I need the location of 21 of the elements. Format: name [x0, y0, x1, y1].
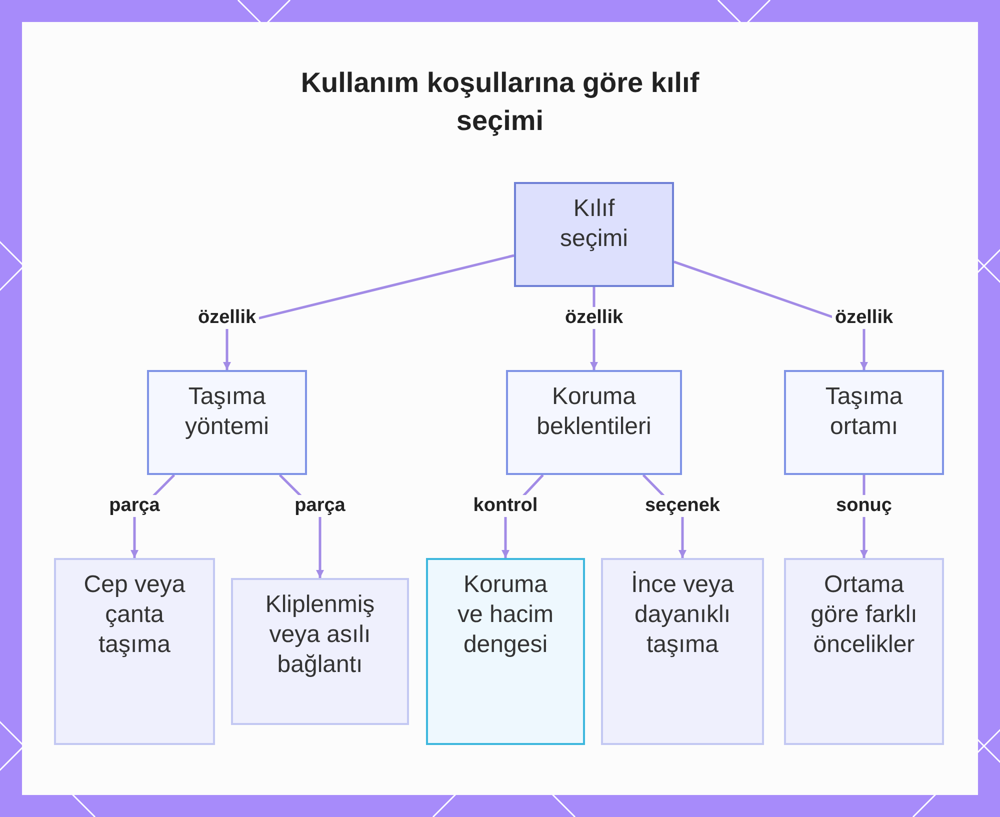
node-label: Taşıma yöntemi: [184, 382, 270, 442]
edge-label: özellik: [832, 307, 896, 329]
node-label: Koruma beklentileri: [536, 382, 652, 442]
connector-arrow: [223, 254, 514, 370]
node-label: Kılıf seçimi: [558, 194, 629, 254]
process-box: [514, 182, 674, 287]
diagram-title: Kullanım koşullarına göre kılıf seçimi: [300, 66, 700, 138]
node-label: Ortama göre farklı öncelikler: [810, 570, 918, 660]
process-box: [426, 558, 585, 745]
node-label: Koruma ve hacim dengesi: [456, 570, 555, 660]
process-box: [54, 558, 215, 745]
process-box: [601, 558, 764, 745]
process-box: [147, 370, 307, 475]
node-label: Taşıma ortamı: [824, 382, 904, 442]
process-box: [784, 558, 944, 745]
node-label: Cep veya çanta taşıma: [82, 570, 186, 660]
node-label: Kliplenmiş veya asılı bağlantı: [264, 590, 376, 680]
process-box: [231, 578, 409, 725]
node-label: İnce veya dayanıklı taşıma: [630, 570, 735, 660]
process-box: [784, 370, 944, 475]
process-box: [506, 370, 682, 475]
